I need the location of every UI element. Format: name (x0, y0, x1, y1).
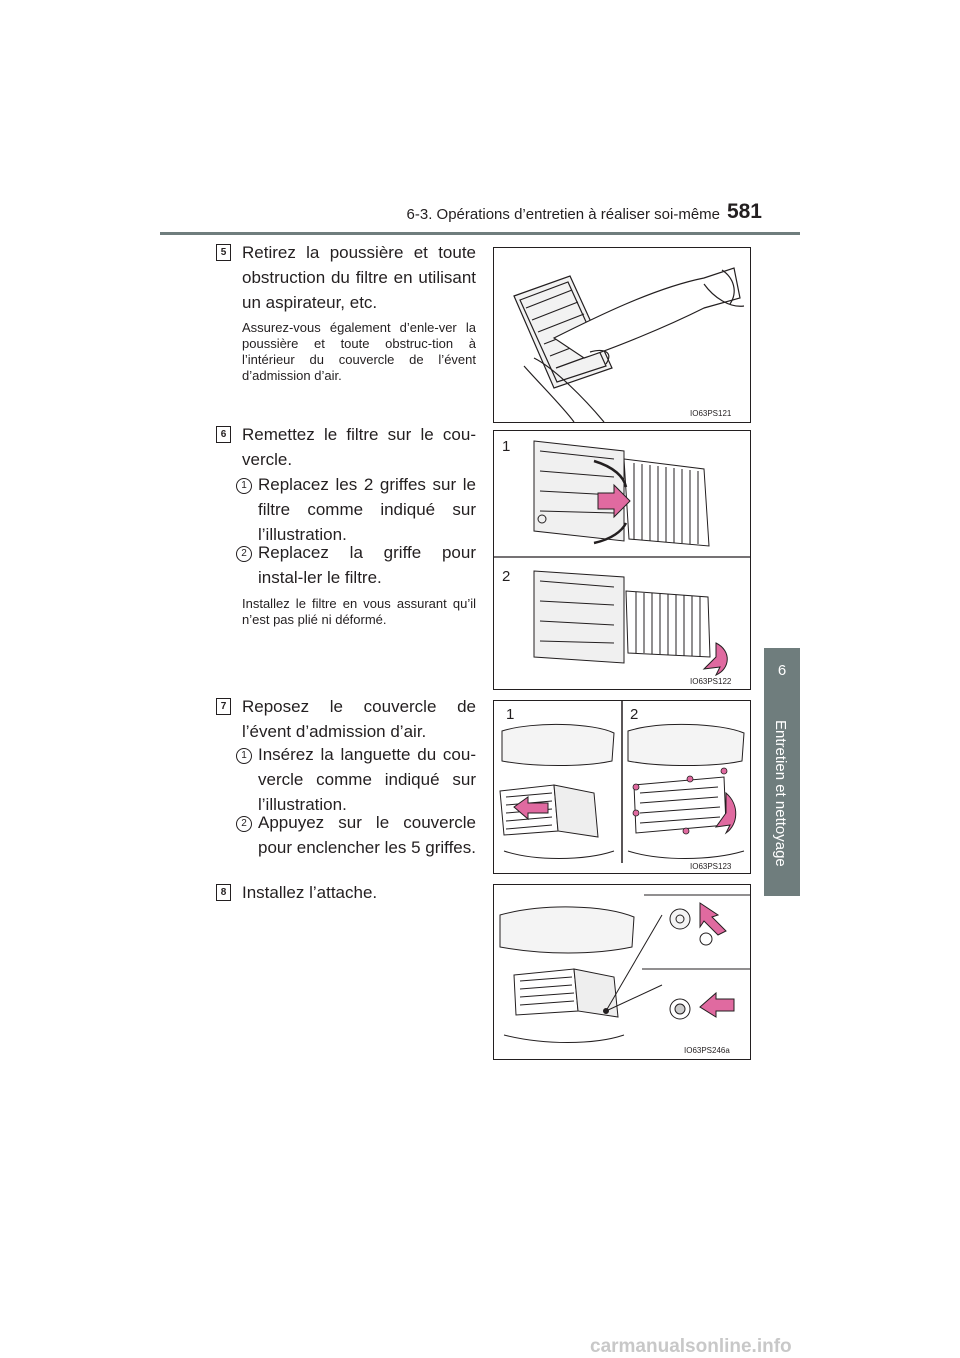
vacuum-illustration: IO63PS121 (513, 267, 745, 422)
substep-7-2-text: Appuyez sur le couvercle pour enclencher… (258, 813, 476, 857)
figure-7-label-2: 2 (630, 706, 638, 723)
substep-7-1-text: Insérez la languette du cou-vercle comme… (258, 745, 476, 814)
clip-arrow-2-icon (699, 991, 735, 1018)
figure-7-label-1: 1 (506, 706, 514, 723)
figure-clip-install: IO63PS246a (493, 884, 751, 1060)
rotate-arrow-icon (702, 642, 728, 676)
header-rule (160, 232, 800, 235)
step-5-text: Retirez la poussière et toute obstructio… (242, 243, 476, 312)
step-6-note: Installez le filtre en vous assurant qu’… (242, 596, 476, 627)
chapter-tab: 6 Entretien et nettoyage (764, 648, 800, 896)
section-title: 6-3. Opérations d’entretien à réaliser s… (406, 206, 720, 223)
press-arrow-icon (714, 791, 737, 835)
watermark: carmanualsonline.info (590, 1336, 792, 1357)
clip-install-illustration: IO63PS246a (499, 894, 750, 1055)
chapter-number: 6 (777, 662, 787, 679)
step-6-text: Remettez le filtre sur le cou-vercle. (242, 425, 476, 469)
insert-arrow-icon (513, 796, 549, 821)
figure-8-code: IO63PS246a (684, 1046, 730, 1055)
cover-install-illustration: 1 2 IO63PS123 (499, 701, 745, 871)
chapter-title: Entretien et nettoyage (772, 720, 789, 867)
substep-7-2-marker: 2 (236, 816, 252, 832)
substep-6-2-marker: 2 (236, 546, 252, 562)
step-label-7: 7 (216, 698, 231, 715)
figure-filter-install: 1 2 IO63PS122 (493, 430, 751, 690)
figure-6-label-1: 1 (502, 438, 510, 455)
step-8-text: Installez l’attache. (242, 883, 378, 902)
substep-6-1-text: Replacez les 2 griffes sur le filtre com… (258, 475, 476, 544)
substep-6-2-text: Replacez la griffe pour instal-ler le fi… (258, 543, 476, 587)
step-label-5: 5 (216, 244, 231, 261)
filter-install-illustration: 1 2 IO63PS122 (494, 438, 750, 686)
step-7-text: Reposez le couvercle de l’évent d’admiss… (242, 697, 476, 741)
page-number: 581 (726, 200, 762, 223)
clip-arrow-1-icon (699, 902, 727, 936)
figure-6-label-2: 2 (502, 568, 510, 585)
substep-7-1-marker: 1 (236, 748, 252, 764)
step-label-6: 6 (216, 426, 231, 443)
push-arrow-icon (597, 483, 631, 519)
substep-6-1-marker: 1 (236, 478, 252, 494)
page-header: 6-3. Opérations d’entretien à réaliser s… (360, 200, 800, 234)
step-5-note: Assurez-vous également d’enle-ver la pou… (242, 320, 476, 383)
step-label-8: 8 (216, 884, 231, 901)
figure-6-code: IO63PS122 (690, 677, 732, 686)
figure-vacuum: IO63PS121 (493, 247, 751, 423)
figure-5-code: IO63PS121 (690, 409, 732, 418)
figure-7-code: IO63PS123 (690, 862, 732, 871)
figure-cover-install: 1 2 IO63PS123 (493, 700, 751, 874)
